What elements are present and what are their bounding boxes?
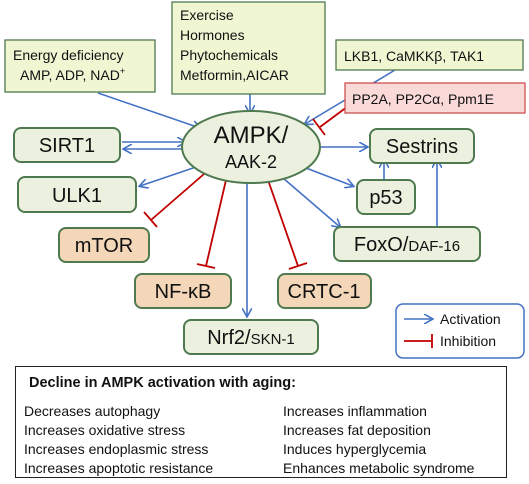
sestrins-label: Sestrins [386, 136, 458, 158]
aging-effect-item: Increases apoptotic resistance [24, 460, 214, 476]
foxo-label: FoxO/DAF-16 [354, 234, 460, 256]
aging-effect-item: Increases inflammation [283, 403, 427, 419]
legend-activation-label: Activation [440, 311, 501, 327]
aging-effects-right-column: Increases inflammation Increases fat dep… [283, 402, 474, 478]
pp2a-label: PP2A, PP2Cα, Ppm1E [352, 91, 494, 107]
aging-effect-item: Increases fat deposition [283, 422, 431, 438]
sirt1-box: SIRT1 [13, 127, 121, 163]
aging-effect-item: Decreases autophagy [24, 403, 161, 419]
inhibit-ampk-to-crtc1 [267, 179, 308, 270]
energy-molecules-label: AMP, ADP, NAD+ [20, 66, 125, 83]
aging-effect-item: Increases endoplasmic stress [24, 441, 209, 457]
exercise-box: Exercise Hormones Phytochemicals Metform… [171, 1, 326, 95]
arrow-energy-to-ampk [97, 92, 200, 128]
inhibition-lines [143, 100, 356, 270]
ulk1-label: ULK1 [52, 185, 102, 207]
legend-inhibition-symbol [404, 334, 433, 348]
arrow-ampk-to-p53 [305, 167, 353, 186]
p53-box: p53 [356, 179, 416, 215]
ulk1-box: ULK1 [17, 176, 137, 213]
nrf2-box: Nrf2/SKN-1 [183, 319, 319, 355]
hormones-label: Hormones [180, 27, 245, 43]
sestrins-box: Sestrins [369, 128, 475, 164]
crtc1-box: CRTC-1 [277, 273, 372, 309]
ampk-label: AMPK/ [214, 122, 289, 149]
ampk-pathway-diagram: Energy deficiency AMP, ADP, NAD+ Exercis… [4, 1, 526, 359]
p53-label: p53 [369, 187, 402, 209]
mtor-label: mTOR [75, 235, 134, 257]
aging-effects-left-column: Decreases autophagy Increases oxidative … [24, 402, 213, 478]
exercise-label: Exercise [180, 7, 234, 23]
inhibit-ampk-to-mtor [143, 173, 205, 228]
nrf2-label: Nrf2/SKN-1 [207, 327, 295, 349]
mtor-box: mTOR [58, 227, 150, 263]
inhibit-ampk-to-nfkb [196, 179, 227, 269]
ampk-node: AMPK/ AAK-2 [181, 110, 321, 184]
aging-title: Decline in AMPK activation with aging: [29, 375, 296, 391]
metformin-label: Metformin,AICAR [180, 67, 289, 83]
arrow-ampk-to-foxo [282, 177, 340, 227]
foxo-box: FoxO/DAF-16 [333, 226, 481, 262]
nfkb-box: NF-κB [134, 273, 232, 309]
energy-deficiency-box: Energy deficiency AMP, ADP, NAD+ [4, 39, 156, 93]
nfkb-label: NF-κB [155, 281, 212, 303]
pp2a-box: PP2A, PP2Cα, Ppm1E [344, 82, 526, 114]
legend: Activation Inhibition [395, 303, 525, 359]
phytochemicals-label: Phytochemicals [180, 47, 278, 63]
lkb1-box: LKB1, CaMKKβ, TAK1 [335, 39, 524, 71]
aging-effect-item: Increases oxidative stress [24, 422, 186, 438]
arrow-ampk-to-ulk1 [140, 166, 197, 186]
sirt1-label: SIRT1 [39, 135, 95, 157]
legend-inhibition-label: Inhibition [440, 333, 496, 349]
aging-effect-item: Enhances metabolic syndrome [283, 460, 475, 476]
aak2-label: AAK-2 [225, 152, 277, 172]
crtc1-label: CRTC-1 [288, 281, 361, 303]
energy-deficiency-label: Energy deficiency [13, 47, 124, 63]
aging-effects-box: Decline in AMPK activation with aging: D… [15, 366, 507, 478]
lkb1-label: LKB1, CaMKKβ, TAK1 [344, 48, 484, 64]
aging-effect-item: Induces hyperglycemia [283, 441, 427, 457]
